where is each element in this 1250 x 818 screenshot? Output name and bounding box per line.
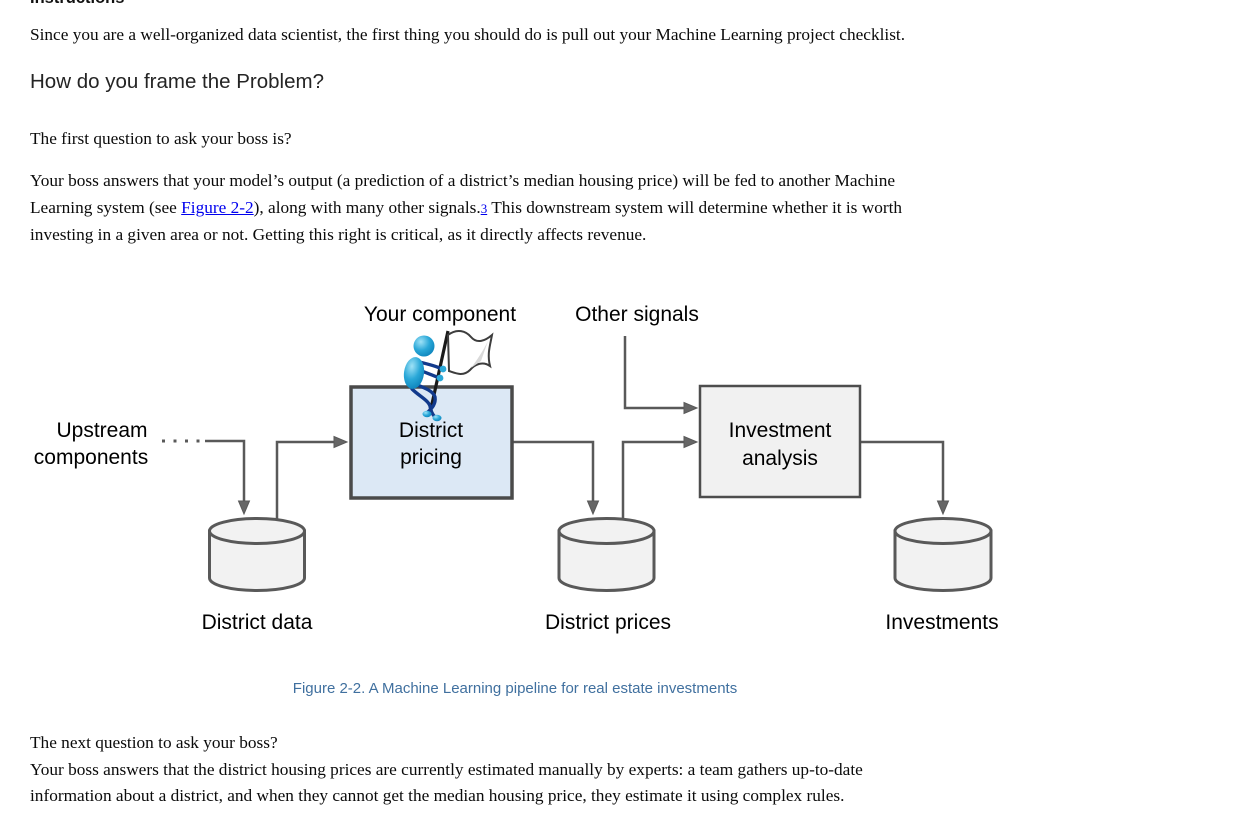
upstream-components-label-line1: Upstream — [56, 419, 147, 442]
flow-lines — [205, 336, 945, 521]
arrow-right-analysis-upper — [683, 401, 699, 415]
district-data-label: District data — [202, 611, 313, 634]
other-signals-label: Other signals — [575, 303, 699, 326]
text-segment: Learning system (see — [30, 197, 182, 217]
district-data-cylinder — [208, 517, 306, 592]
text-segment: This downstream system will determine wh… — [487, 197, 903, 217]
person-body — [403, 357, 425, 389]
person-foot-1 — [422, 410, 432, 418]
section-heading: How do you frame the Problem? — [30, 70, 324, 93]
arrow-down-investments — [936, 500, 950, 516]
ml-pipeline-diagram: Your component Other signals Upstream co… — [34, 303, 999, 634]
footnote-3-link[interactable]: 3 — [480, 200, 488, 216]
paragraph-checklist: Since you are a well-organized data scie… — [30, 25, 906, 44]
text-segment: ), along with many other signals. — [253, 197, 481, 217]
district-pricing-box-label-line1: District — [399, 419, 463, 442]
person-with-flag-icon — [403, 329, 494, 422]
investment-analysis-box-label-line2: analysis — [742, 447, 818, 470]
flow-district-prices-to-analysis — [621, 440, 684, 521]
clipped-instructions-heading: Instructions — [30, 0, 124, 7]
investments-cylinder — [893, 517, 993, 592]
investments-label: Investments — [885, 611, 998, 634]
district-pricing-box — [349, 385, 514, 500]
district-pricing-box-label-line2: pricing — [400, 446, 462, 469]
upstream-components-label-line2: components — [34, 446, 148, 469]
arrowheads — [237, 401, 950, 516]
flow-analysis-to-investments — [860, 440, 945, 502]
flow-district-data-to-pricing — [275, 440, 334, 521]
district-prices-cylinder — [557, 517, 656, 592]
paragraph-first-question: The first question to ask your boss is? — [30, 129, 292, 148]
person-hand-2 — [436, 374, 444, 382]
paragraph-line: information about a district, and when t… — [30, 786, 845, 805]
paragraph-line: investing in a given area or not. Gettin… — [30, 225, 647, 244]
flag-pole — [428, 330, 450, 414]
paragraph-line: Your boss answers that your model’s outp… — [30, 171, 896, 190]
figure-2-2-link[interactable]: Figure 2-2 — [181, 197, 254, 217]
paragraph-next-question: The next question to ask your boss? Your… — [30, 730, 863, 810]
paragraph-line: The next question to ask your boss? — [30, 733, 278, 752]
paragraph-boss-answer: Your boss answers that your model’s outp… — [30, 168, 902, 249]
figure-caption: Figure 2-2. A Machine Learning pipeline … — [292, 680, 738, 697]
your-component-label: Your component — [364, 303, 516, 326]
arrow-down-district-data — [237, 500, 251, 516]
arrow-down-district-prices — [586, 500, 600, 516]
flag — [446, 329, 494, 375]
district-prices-label: District prices — [545, 611, 671, 634]
investment-analysis-box-label-line1: Investment — [729, 419, 832, 442]
paragraph-line: Learning system (see Figure 2-2), along … — [30, 195, 902, 223]
flow-other-signals-to-analysis — [623, 336, 684, 410]
paragraph-line: Your boss answers that the district hous… — [30, 759, 863, 779]
arrow-right-district-pricing — [333, 435, 349, 449]
person-head — [413, 335, 435, 357]
flow-pricing-to-district-prices — [513, 440, 595, 502]
investment-analysis-box — [698, 384, 862, 499]
person-foot-2 — [432, 414, 442, 422]
arrow-right-analysis-lower — [683, 435, 699, 449]
person-leg-2 — [410, 387, 437, 419]
flow-upstream-to-district-data — [205, 439, 246, 502]
person-hand-1 — [439, 365, 447, 373]
